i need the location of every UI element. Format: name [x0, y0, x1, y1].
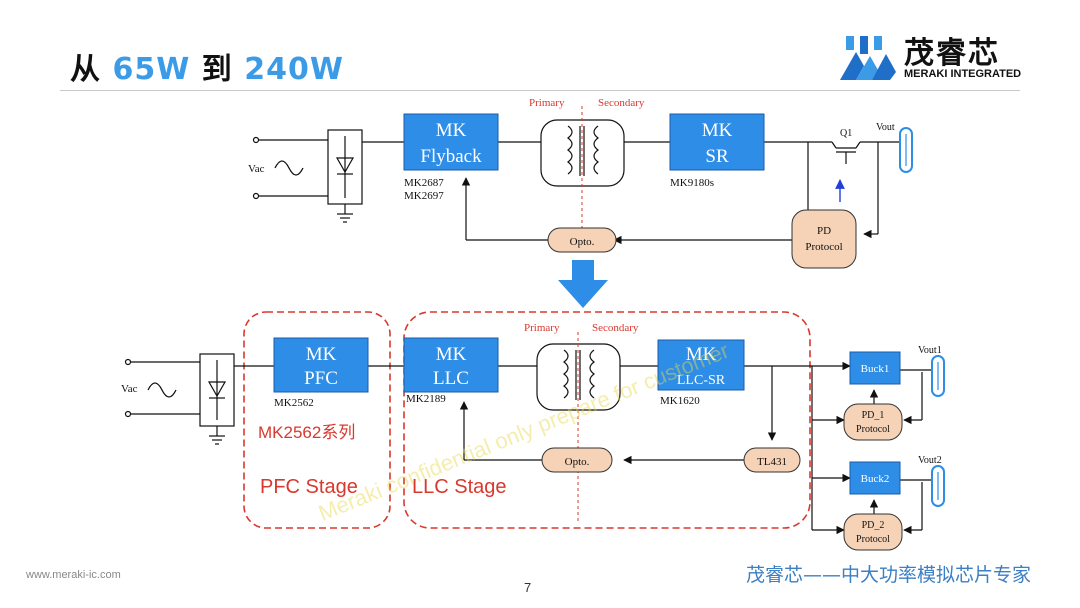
llc-stage-label: LLC Stage	[412, 476, 507, 498]
flyback-part1: MK2687	[404, 177, 444, 189]
sr-controller-block	[669, 113, 765, 171]
top-vout-label: Vout	[876, 122, 895, 133]
bottom-primary-label: Primary	[524, 322, 560, 334]
top-opto-block	[547, 227, 617, 253]
vout1-label: Vout1	[918, 345, 942, 356]
pd1-line2: Protocol	[856, 424, 890, 435]
pfc-line1: MK	[306, 344, 337, 365]
title-mid: 到	[201, 52, 233, 87]
sr-line2: SR	[705, 146, 729, 167]
logo-mark-icon	[840, 36, 896, 80]
footer-website[interactable]: www.meraki-ic.com	[26, 569, 121, 581]
flyback-part2: MK2697	[404, 190, 444, 202]
buck1-label: Buck1	[861, 363, 890, 375]
pd2-protocol-block	[843, 513, 903, 551]
pd1-line1: PD_1	[862, 410, 885, 421]
pd2-line1: PD_2	[862, 520, 885, 531]
top-opto-label: Opto.	[570, 236, 595, 248]
llc-stage-box	[403, 311, 811, 529]
transition-arrow-icon	[558, 260, 608, 308]
page-title: 从 65W 到 240W	[70, 44, 344, 88]
llc-part: MK2189	[406, 393, 446, 405]
bottom-vac-label: Vac	[121, 383, 138, 395]
pfc-controller-block	[273, 337, 369, 393]
top-ac-source-icon	[274, 160, 304, 176]
flyback-line1: MK	[436, 120, 467, 141]
top-pd-line1: PD	[817, 225, 831, 237]
top-vac-label: Vac	[248, 163, 265, 175]
pd2-line2: Protocol	[856, 534, 890, 545]
tl431-block	[743, 447, 801, 473]
top-flyback-diagram	[252, 119, 900, 245]
logo-name-en: MERAKI INTEGRATED	[904, 68, 1022, 80]
flyback-line2: Flyback	[420, 146, 482, 167]
title-to: 240W	[244, 52, 344, 87]
pd1-protocol-block	[843, 403, 903, 441]
pfc-stage-label: PFC Stage	[260, 476, 358, 498]
sr-line1: MK	[702, 120, 733, 141]
tl431-label: TL431	[757, 456, 787, 468]
bottom-secondary-label: Secondary	[592, 322, 639, 334]
company-logo: 茂睿芯 MERAKI INTEGRATED	[836, 32, 1026, 84]
bottom-ac-source-icon	[147, 382, 177, 398]
llcsr-part: MK1620	[660, 395, 700, 407]
title-divider	[60, 90, 1020, 91]
llc-sr-controller-block	[657, 339, 745, 391]
top-primary-label: Primary	[529, 97, 565, 109]
vout2-label: Vout2	[918, 455, 942, 466]
title-prefix: 从	[70, 52, 101, 87]
bottom-opto-block	[541, 447, 613, 473]
title-from: 65W	[112, 52, 191, 87]
bottom-opto-label: Opto.	[565, 456, 590, 468]
pfc-part: MK2562	[274, 397, 314, 409]
q1-label: Q1	[840, 128, 852, 139]
buck1-block	[849, 351, 901, 385]
logo-name-cn: 茂睿芯	[904, 36, 1000, 71]
buck2-label: Buck2	[861, 473, 890, 485]
llc-line1: MK	[436, 344, 467, 365]
pfc-stage-box	[243, 311, 391, 529]
pfc-line2: PFC	[304, 368, 338, 389]
top-pd-line2: Protocol	[805, 241, 842, 253]
top-secondary-label: Secondary	[598, 97, 645, 109]
top-pd-protocol-block	[791, 209, 857, 269]
llcsr-line1: MK	[686, 344, 717, 365]
pfc-series-label: MK2562系列	[258, 423, 355, 442]
llc-controller-block	[403, 337, 499, 393]
buck2-block	[849, 461, 901, 495]
llcsr-line2: LLC-SR	[677, 373, 726, 388]
company-slogan: 茂睿芯——中大功率模拟芯片专家	[746, 564, 1032, 586]
flyback-controller-block	[403, 113, 499, 171]
llc-line2: LLC	[433, 368, 469, 389]
sr-part: MK9180s	[670, 177, 714, 189]
page-number: 7	[524, 580, 532, 595]
